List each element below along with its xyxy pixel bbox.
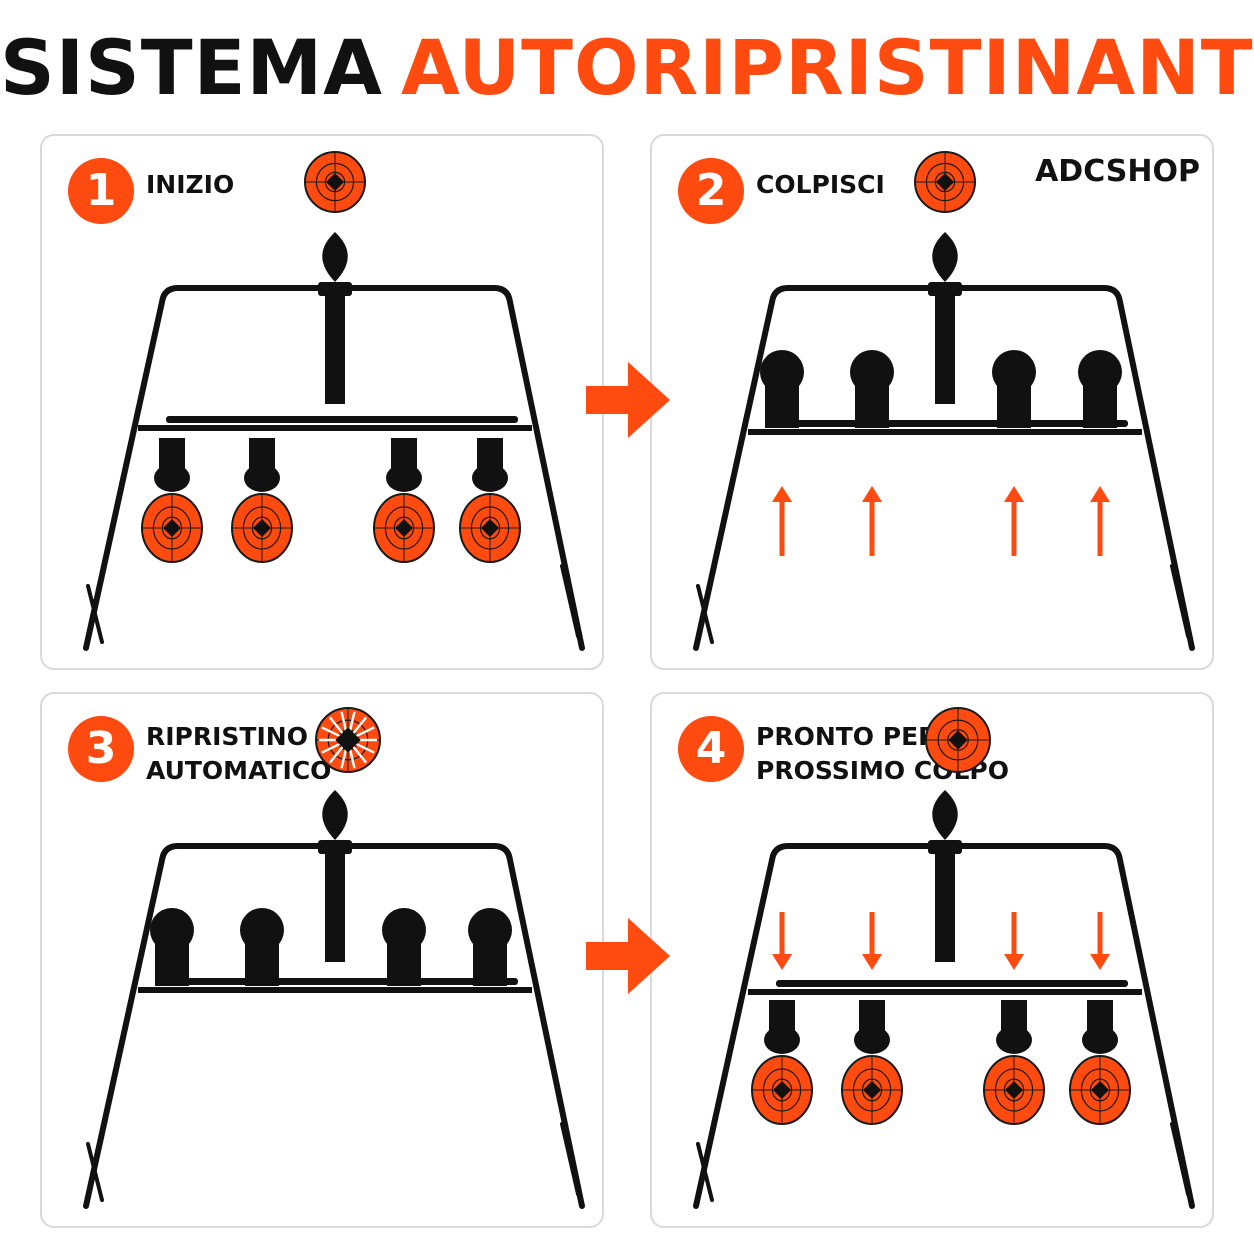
target-icon bbox=[304, 151, 366, 213]
paddle-up bbox=[850, 350, 894, 428]
crossbar bbox=[138, 978, 532, 993]
paddle-down bbox=[996, 1000, 1032, 1054]
target-stand-illustration bbox=[83, 707, 585, 1209]
arrow-down-icon bbox=[1004, 912, 1024, 970]
brand-logo: ADCSHOP bbox=[1035, 154, 1200, 189]
target-stand-illustration bbox=[83, 151, 585, 651]
crossbar bbox=[138, 416, 532, 431]
paddle-up bbox=[992, 350, 1036, 428]
paddle-down bbox=[472, 438, 508, 492]
paddle-up bbox=[760, 350, 804, 428]
step-panel-4: 4 PRONTO PER IL PROSSIMO COLPO bbox=[650, 692, 1214, 1228]
arrow-up-icon bbox=[1004, 486, 1024, 556]
paddle-down bbox=[386, 438, 422, 492]
step-label: INIZIO bbox=[146, 170, 235, 199]
hit-target-icon bbox=[315, 707, 381, 773]
paddle-down bbox=[154, 438, 190, 492]
step-number-badge: 4 bbox=[678, 716, 744, 782]
target-stand-illustration bbox=[693, 707, 1195, 1209]
paddle-up bbox=[468, 908, 512, 986]
title-part-2: AUTORIPRISTINANTE bbox=[400, 23, 1254, 112]
target-icon bbox=[459, 493, 521, 563]
paddle-up bbox=[240, 908, 284, 986]
target-icon bbox=[914, 151, 976, 213]
step-number-badge: 1 bbox=[68, 158, 134, 224]
target-stand-illustration bbox=[693, 151, 1195, 651]
step-label: COLPISCI bbox=[756, 170, 885, 199]
arrow-down-icon bbox=[772, 912, 792, 970]
paddle-up bbox=[1078, 350, 1122, 428]
target-icon bbox=[231, 493, 293, 563]
arrow-right-icon bbox=[586, 362, 670, 438]
step-number-badge: 2 bbox=[678, 158, 744, 224]
stand-frame bbox=[693, 790, 1195, 1209]
paddle-down bbox=[854, 1000, 890, 1054]
arrow-down-icon bbox=[1090, 912, 1110, 970]
stand-frame bbox=[693, 232, 1195, 651]
paddle-down bbox=[1082, 1000, 1118, 1054]
paddle-up bbox=[382, 908, 426, 986]
paddle-down bbox=[764, 1000, 800, 1054]
target-icon bbox=[925, 707, 991, 773]
target-icon bbox=[1069, 1055, 1131, 1125]
target-icon bbox=[373, 493, 435, 563]
arrow-up-icon bbox=[772, 486, 792, 556]
stand-frame bbox=[83, 232, 585, 651]
crossbar bbox=[748, 980, 1142, 995]
target-icon bbox=[841, 1055, 903, 1125]
arrow-up-icon bbox=[1090, 486, 1110, 556]
paddle-down bbox=[244, 438, 280, 492]
step-label: RIPRISTINO AUTOMATICO bbox=[146, 722, 332, 785]
crossbar bbox=[748, 420, 1142, 435]
step-panel-1: 1 INIZIO bbox=[40, 134, 604, 670]
target-icon bbox=[141, 493, 203, 563]
step-panel-2: 2 COLPISCI ADCSHOP bbox=[650, 134, 1214, 670]
arrow-right-icon bbox=[586, 918, 670, 994]
target-icon bbox=[751, 1055, 813, 1125]
step-panel-3: 3 RIPRISTINO AUTOMATICO bbox=[40, 692, 604, 1228]
step-number-badge: 3 bbox=[68, 716, 134, 782]
arrow-down-icon bbox=[862, 912, 882, 970]
title-part-1: SISTEMA bbox=[0, 23, 383, 112]
target-icon bbox=[983, 1055, 1045, 1125]
arrow-up-icon bbox=[862, 486, 882, 556]
stand-frame bbox=[83, 790, 585, 1209]
paddle-up bbox=[150, 908, 194, 986]
